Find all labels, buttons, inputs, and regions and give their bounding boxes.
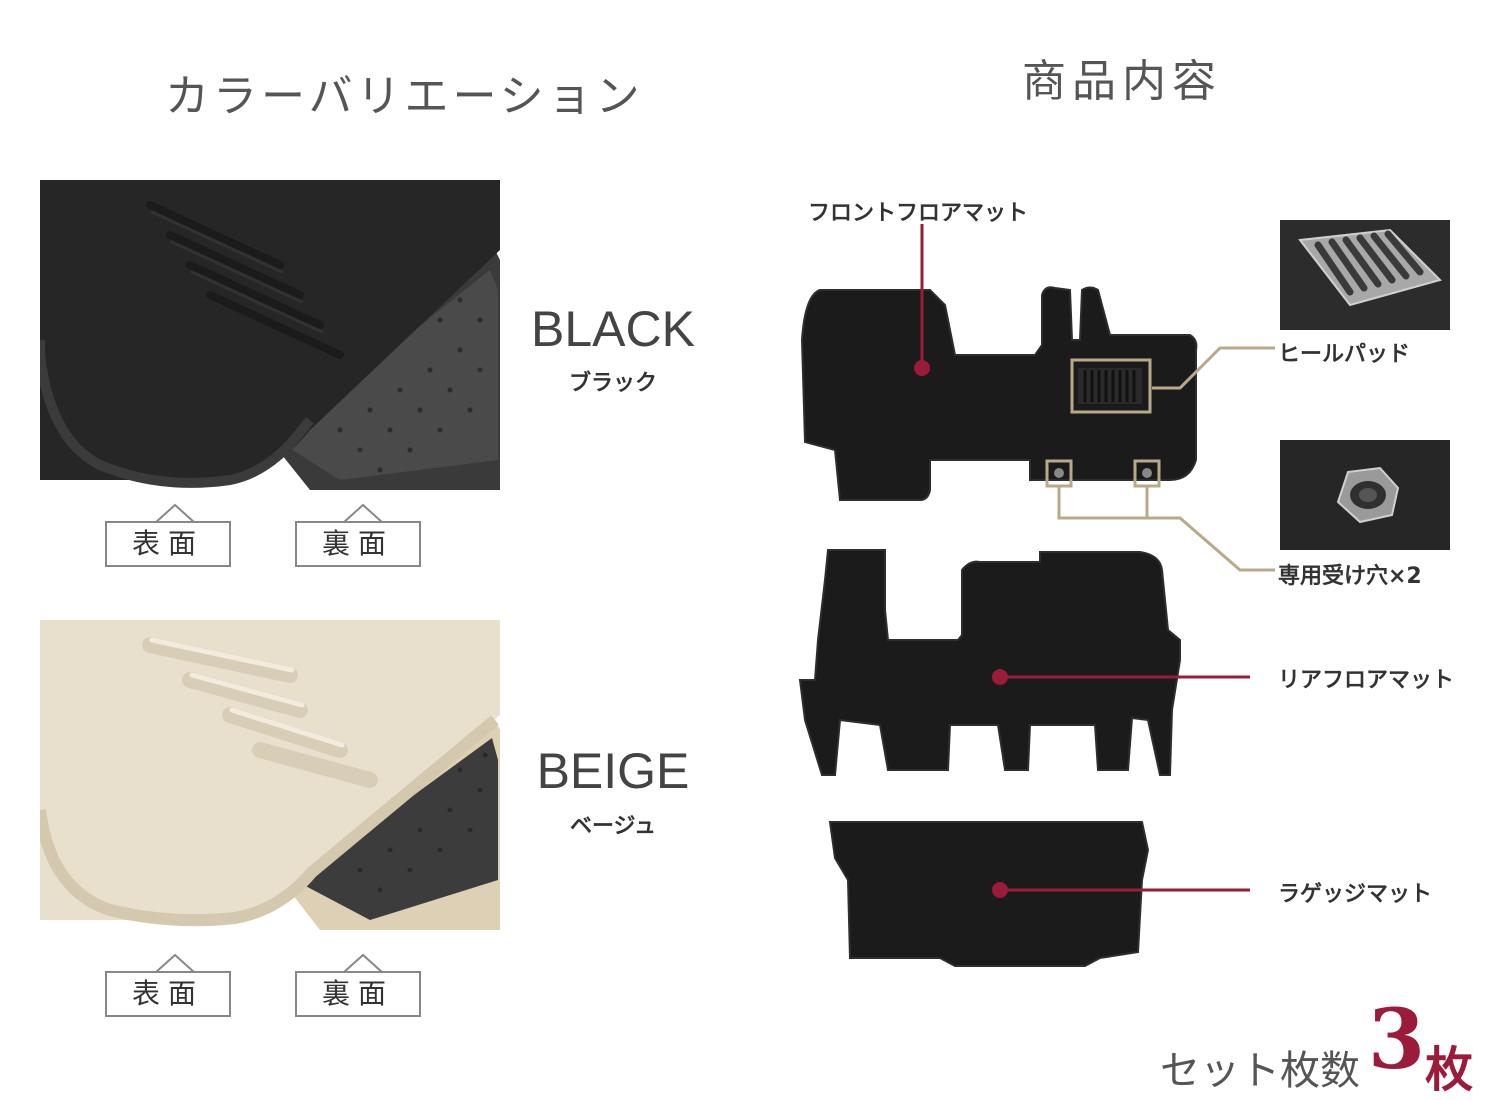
product-contents-heading: 商品内容 [1022, 56, 1222, 107]
front-pointer [155, 953, 195, 973]
heel-pad-thumbnail [1280, 220, 1450, 330]
luggage-mat [828, 821, 1150, 967]
front-side-label: 表面 [105, 521, 231, 567]
back-side-label: 裏面 [295, 521, 421, 567]
black-color-name-jp: ブラック [568, 371, 657, 396]
back-pointer [343, 953, 383, 973]
set-count-number: 3 [1368, 992, 1426, 1088]
hole-thumbnail [1280, 440, 1450, 550]
back-pointer [343, 503, 383, 523]
beige-mat-swatch [40, 620, 500, 930]
back-side-label: 裏面 [295, 971, 421, 1017]
front-side-label: 表面 [105, 971, 231, 1017]
set-count-text: セット枚数 [1160, 1048, 1360, 1094]
beige-color-name-jp: ベージュ [569, 814, 657, 839]
holes-label: 専用受け穴×2 [1278, 564, 1422, 589]
black-mat-swatch [40, 180, 500, 490]
black-color-name: BLACK [531, 301, 695, 357]
mat-set-diagram [798, 224, 1275, 967]
rear-floor-mat-label: リアフロアマット [1278, 668, 1455, 693]
front-pointer [155, 503, 195, 523]
beige-color-name: BEIGE [536, 743, 690, 799]
front-floor-mat-label: フロントフロアマット [808, 201, 1029, 226]
color-variation-heading: カラーバリエーション [165, 71, 644, 122]
heel-pad-label: ヒールパッド [1278, 342, 1411, 367]
front-floor-mat [800, 286, 1198, 501]
rear-floor-mat [798, 549, 1181, 776]
set-count-unit: 枚 [1425, 1042, 1474, 1098]
luggage-mat-label: ラゲッジマット [1278, 882, 1433, 907]
